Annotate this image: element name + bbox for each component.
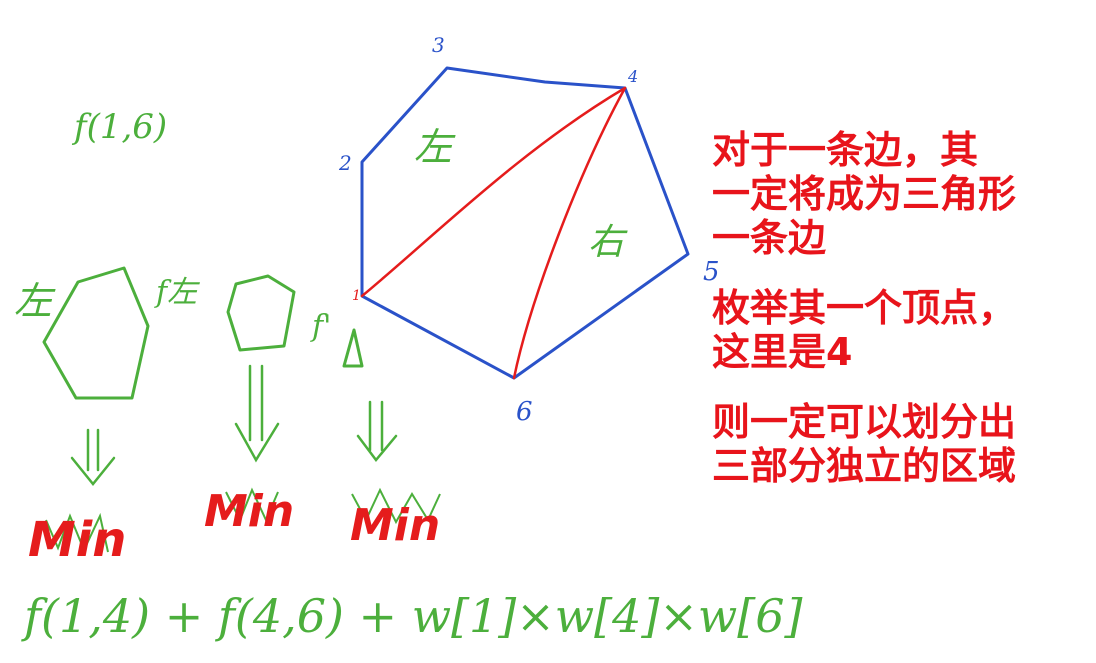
note-line: 则一定可以划分出 — [712, 400, 1017, 444]
green-scribbles — [45, 487, 441, 553]
left-sub-label: 左 — [14, 279, 56, 323]
vertex-label-5: 5 — [703, 257, 720, 287]
min-label-middle: Min — [204, 486, 294, 537]
small-triangle — [342, 328, 364, 368]
middle-down-arrow — [234, 364, 280, 463]
red-diagonals — [360, 86, 627, 380]
hexagon — [360, 66, 690, 380]
note-line: 三部分独立的区域 — [712, 444, 1017, 488]
note-line: 对于一条边，其 — [712, 128, 979, 172]
small-f-label: f' — [310, 309, 331, 344]
bottom-formula: f(1,4) + f(4,6) + w[1]×w[4]×w[6] — [21, 589, 802, 643]
region-right-label: 右 — [588, 222, 628, 263]
vertex-label-2: 2 — [338, 151, 352, 175]
vertex-label-3: 3 — [432, 33, 445, 57]
middle-polygon — [226, 274, 296, 352]
note-paragraph-2: 枚举其一个顶点， 这里是4 — [712, 286, 1092, 374]
f-top-label: f(1,6) — [71, 107, 167, 147]
note-paragraph-1: 对于一条边，其 一定将成为三角形 一条边 — [712, 128, 1092, 260]
right-down-arrow — [356, 400, 398, 463]
vertex-label-6: 6 — [516, 397, 533, 427]
vertex-label-1: 1 — [352, 288, 361, 304]
note-line: 这里是4 — [712, 330, 853, 374]
note-paragraph-3: 则一定可以划分出 三部分独立的区域 — [712, 400, 1092, 488]
note-line: 枚举其一个顶点， — [712, 286, 1017, 330]
region-left-label: 左 — [414, 125, 456, 169]
note-line: 一定将成为三角形 — [712, 172, 1017, 216]
note-line: 一条边 — [712, 216, 827, 260]
left-down-arrow — [70, 428, 116, 486]
min-label-left: Min — [28, 512, 126, 568]
left-f-label: f左 — [154, 275, 200, 310]
min-label-right: Min — [350, 500, 440, 551]
explanation-notes: 对于一条边，其 一定将成为三角形 一条边 枚举其一个顶点， 这里是4 则一定可以… — [712, 128, 1092, 514]
vertex-label-4: 4 — [627, 67, 638, 86]
left-pentagon — [42, 266, 150, 400]
